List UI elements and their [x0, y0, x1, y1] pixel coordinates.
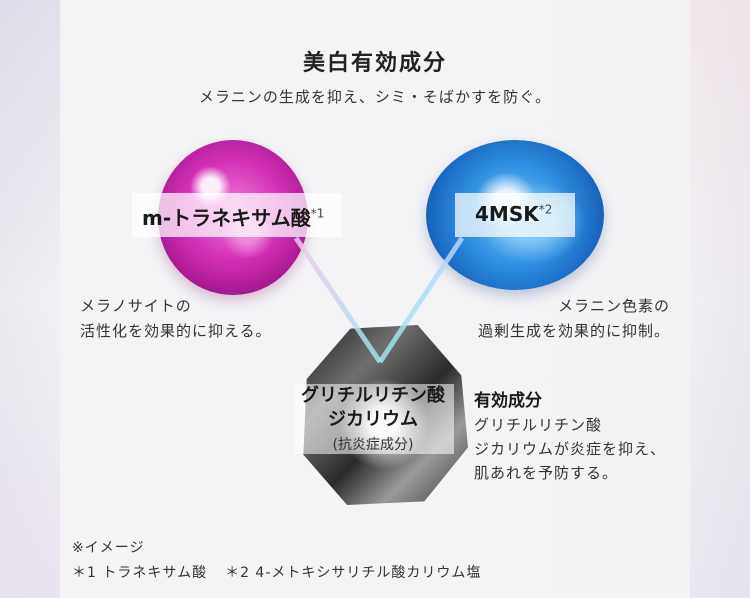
glycyrrhizinate-name-line: ジカリウム: [328, 409, 418, 430]
ingredient-name-4msk-text: 4MSK: [475, 202, 539, 226]
ingredient-name-mtxa: m-トラネキサム酸*1: [142, 202, 324, 231]
effect-text: グリチルリチン酸 ジカリウムが炎症を抑え、 肌あれを予防する。: [474, 413, 666, 485]
left-edge-glow: [0, 0, 60, 598]
image-note: ※イメージ: [72, 540, 145, 556]
glycyrrhizinate-name-line: グリチルリチン酸: [301, 385, 445, 406]
center-label-band: [294, 384, 454, 454]
4msk-description-line: 過剰生成を効果的に抑制。: [477, 322, 670, 340]
4msk-description: メラニン色素の 過剰生成を効果的に抑制。: [455, 294, 670, 344]
footnote-mark-1: *1: [310, 206, 325, 221]
left-label-band: [132, 193, 342, 237]
effect-line: ジカリウムが炎症を抑え、: [474, 440, 667, 458]
page-subtitle: メラニンの生成を抑え、シミ・そばかすを防ぐ。: [198, 88, 552, 106]
anti-inflammatory-label: (抗炎症成分): [332, 437, 414, 453]
footnote-2: ＊2 4-メトキシサリチル酸カリウム塩: [225, 565, 482, 581]
effect-line: グリチルリチン酸: [474, 416, 603, 434]
ingredient-name-4msk: 4MSK*2: [475, 202, 552, 226]
4msk-description-line: メラニン色素の: [557, 297, 670, 315]
footnote-1: ＊1 トラネキサム酸: [72, 565, 208, 581]
effect-line: 肌あれを予防する。: [474, 464, 619, 482]
mtxa-description-line: 活性化を効果的に抑える。: [80, 322, 272, 340]
ingredient-name-mtxa-text: m-トラネキサム酸: [142, 206, 311, 230]
footnote-mark-2: *2: [538, 202, 553, 217]
effect-heading: 有効成分: [474, 391, 542, 411]
footnotes: ＊1 トラネキサム酸 ＊2 4-メトキシサリチル酸カリウム塩: [72, 562, 481, 582]
right-edge-glow: [690, 0, 750, 598]
glycyrrhizinate-name: グリチルリチン酸 ジカリウム: [288, 384, 458, 432]
right-label-band: [455, 193, 575, 237]
triangle-right-edge: [377, 236, 465, 364]
page-title: 美白有効成分: [302, 51, 447, 76]
mtxa-description: メラノサイトの 活性化を効果的に抑える。: [80, 294, 272, 344]
triangle-left-edge: [293, 236, 383, 364]
mtxa-description-line: メラノサイトの: [80, 297, 192, 315]
